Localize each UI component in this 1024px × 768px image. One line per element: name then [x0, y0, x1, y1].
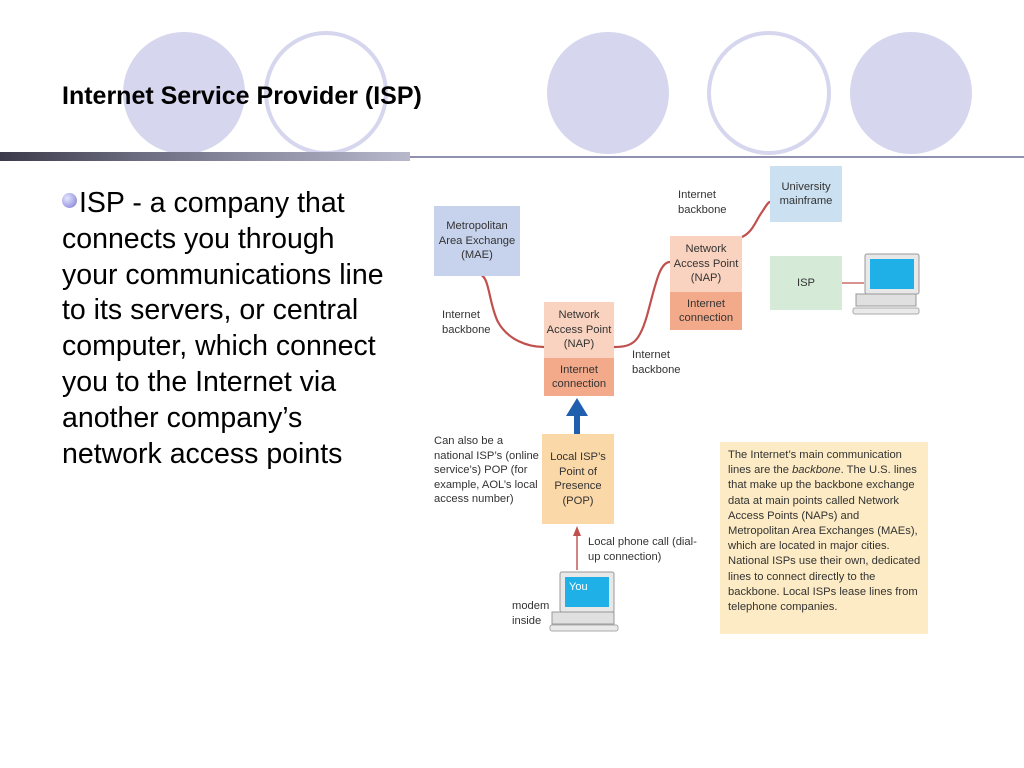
note-text-start: The Internet’s main communication lines …: [728, 449, 902, 477]
backbone-info-note: The Internet’s main communication lines …: [720, 442, 928, 634]
university-box: University mainframe: [770, 166, 842, 222]
backbone-top-label: Internet backbone: [678, 189, 727, 216]
backbone-line-middle: [613, 260, 671, 349]
phone-call-label: Local phone call (dial-up connection): [588, 536, 697, 563]
pop-box: Local ISP’s Point of Presence (POP): [542, 434, 614, 524]
uplink-arrow-shaft: [574, 414, 580, 434]
phone-arrow-icon: [573, 526, 581, 536]
title-rule-thin: [410, 156, 1024, 158]
title-rule-dark: [0, 152, 410, 161]
note-text-backbone: backbone: [792, 464, 841, 477]
backbone-line-top: [741, 200, 771, 239]
diagram-lines: [477, 200, 920, 632]
deco-circle-filled-2: [547, 32, 669, 154]
mae-box: Metropolitan Area Exchange (MAE): [434, 206, 520, 276]
nap-right-box: Network Access Point (NAP): [670, 236, 742, 292]
backbone-left-label: Internet backbone: [442, 309, 491, 336]
nap-center-box: Network Access Point (NAP): [544, 302, 614, 358]
bullet-dot-icon: [62, 192, 77, 208]
user-computer-icon: [549, 571, 619, 632]
isp-computer-icon: [852, 253, 920, 315]
deco-circle-ring-2: [707, 31, 831, 155]
slide-title: Internet Service Provider (ISP): [62, 82, 422, 110]
backbone-line-mae: [477, 272, 545, 349]
conn-right-box: Internet connection: [670, 292, 742, 330]
uplink-arrow-icon: [566, 398, 588, 416]
bullet-text: ISP - a company that connects you throug…: [62, 187, 384, 470]
decorative-circles: [123, 31, 972, 155]
note-text-end: . The U.S. lines that make up the backbo…: [728, 464, 921, 614]
pop-note-label: Can also be a national ISP’s (online ser…: [434, 435, 539, 505]
deco-circle-filled-1: [123, 32, 245, 154]
you-label: You: [569, 581, 588, 593]
isp-diagram: Metropolitan Area Exchange (MAE) Interne…: [428, 162, 948, 642]
backbone-middle-label: Internet backbone: [632, 349, 681, 376]
isp-box: ISP: [770, 256, 842, 310]
deco-circle-filled-3: [850, 32, 972, 154]
bullet-paragraph: ISP - a company that connects you throug…: [62, 186, 397, 472]
modem-label: modem inside: [512, 600, 550, 627]
conn-center-box: Internet connection: [544, 358, 614, 396]
